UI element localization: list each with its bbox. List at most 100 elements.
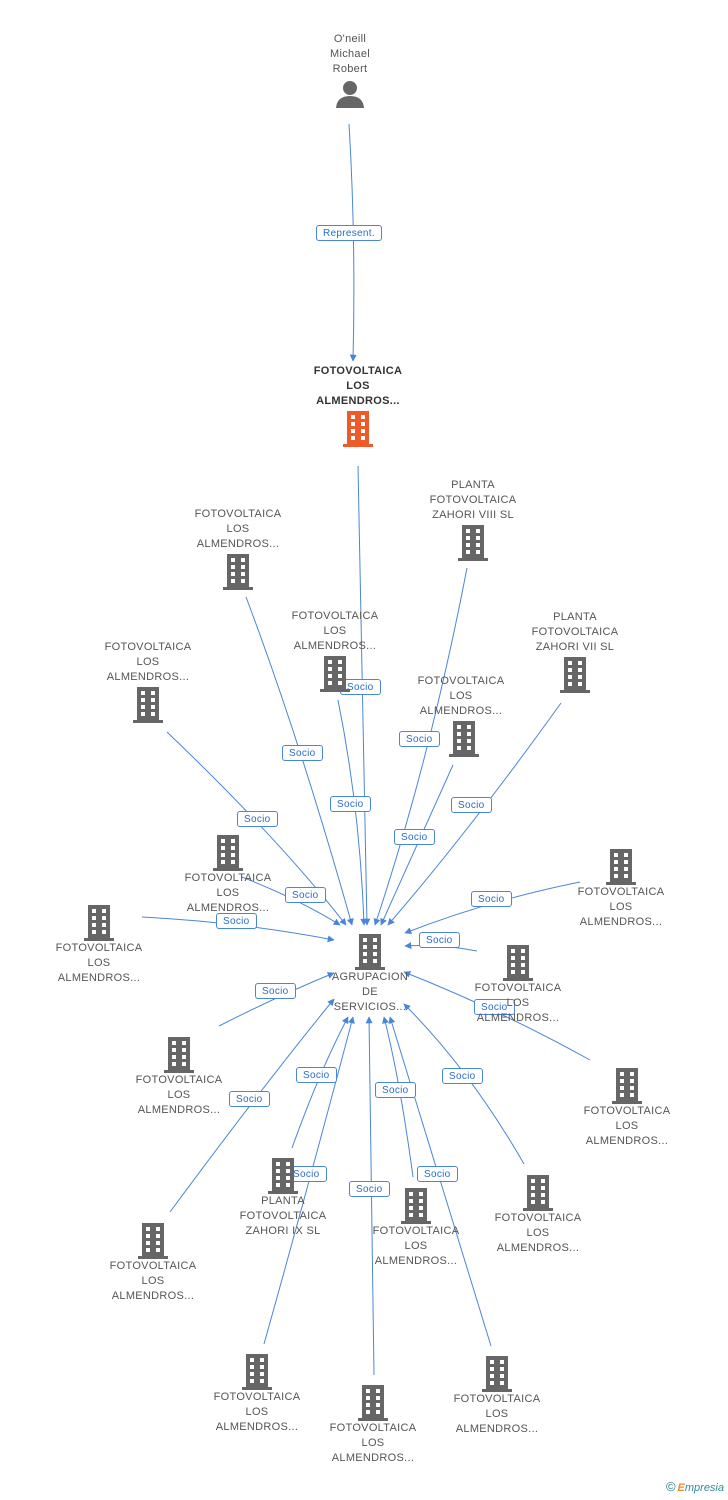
node-label: FOTOVOLTAICA LOS ALMENDROS...: [494, 1212, 582, 1254]
node-label: FOTOVOLTAICA LOS ALMENDROS...: [104, 641, 192, 683]
edge-label-socio[interactable]: Socio: [216, 913, 257, 929]
node-label: FOTOVOLTAICA LOS ALMENDROS...: [583, 1105, 671, 1147]
node-label: FOTOVOLTAICA LOS ALMENDROS...: [109, 1260, 197, 1302]
edge-socio-zahori7: [387, 702, 562, 926]
edge-socio-f04: [380, 764, 454, 926]
node-label: PLANTA FOTOVOLTAICA ZAHORI IX SL: [239, 1195, 327, 1237]
node-focus-company[interactable]: FOTOVOLTAICA LOS ALMENDROS...: [298, 364, 418, 447]
node-company-f14[interactable]: FOTOVOLTAICA LOS ALMENDROS...: [356, 1186, 476, 1269]
building-icon: [458, 525, 488, 561]
node-company-f03[interactable]: FOTOVOLTAICA LOS ALMENDROS...: [88, 640, 208, 723]
edge-label-socio[interactable]: Socio: [417, 1166, 458, 1182]
node-company-f06[interactable]: FOTOVOLTAICA LOS ALMENDROS...: [39, 903, 159, 986]
edge-label-socio[interactable]: Socio: [229, 1091, 270, 1107]
node-label: FOTOVOLTAICA LOS ALMENDROS...: [184, 872, 272, 914]
node-person-oneill[interactable]: O'neill Michael Robert: [290, 32, 410, 109]
node-company-f09[interactable]: FOTOVOLTAICA LOS ALMENDROS...: [567, 1066, 687, 1149]
building-icon: [401, 1188, 431, 1224]
node-label: FOTOVOLTAICA LOS ALMENDROS...: [291, 610, 379, 652]
node-label: FOTOVOLTAICA LOS ALMENDROS...: [577, 886, 665, 928]
node-company-f04[interactable]: FOTOVOLTAICA LOS ALMENDROS...: [401, 674, 521, 757]
building-icon: [242, 1354, 272, 1390]
edge-label-socio[interactable]: Socio: [471, 891, 512, 907]
edge-label-socio[interactable]: Socio: [419, 932, 460, 948]
edge-label-socio[interactable]: Socio: [394, 829, 435, 845]
node-label: FOTOVOLTAICA LOS ALMENDROS...: [453, 1393, 541, 1435]
node-zahori7[interactable]: PLANTA FOTOVOLTAICA ZAHORI VII SL: [515, 610, 635, 693]
building-icon: [223, 554, 253, 590]
building-icon: [133, 687, 163, 723]
building-icon: [213, 835, 243, 871]
edge-label-socio[interactable]: Socio: [330, 796, 371, 812]
node-company-f16[interactable]: FOTOVOLTAICA LOS ALMENDROS...: [478, 1173, 598, 1256]
building-icon: [343, 411, 373, 447]
edge-label-socio[interactable]: Socio: [285, 887, 326, 903]
building-icon: [612, 1068, 642, 1104]
edge-label-socio[interactable]: Socio: [282, 745, 323, 761]
edge-label-socio[interactable]: Socio: [375, 1082, 416, 1098]
edge-label-socio[interactable]: Socio: [296, 1067, 337, 1083]
edge-socio-f16: [403, 1003, 525, 1165]
building-icon: [503, 945, 533, 981]
node-company-f11[interactable]: FOTOVOLTAICA LOS ALMENDROS...: [93, 1221, 213, 1304]
node-label: FOTOVOLTAICA LOS ALMENDROS...: [329, 1422, 417, 1464]
edge-socio-f07: [404, 881, 581, 934]
node-label: FOTOVOLTAICA LOS ALMENDROS...: [313, 365, 403, 407]
node-company-f07[interactable]: FOTOVOLTAICA LOS ALMENDROS...: [561, 847, 681, 930]
edge-label-socio[interactable]: Socio: [255, 983, 296, 999]
building-icon: [449, 721, 479, 757]
edge-label-socio[interactable]: Socio: [474, 999, 515, 1015]
building-icon: [84, 905, 114, 941]
node-zahori9[interactable]: PLANTA FOTOVOLTAICA ZAHORI IX SL: [223, 1156, 343, 1239]
edge-label-socio[interactable]: Socio: [237, 811, 278, 827]
node-label: FOTOVOLTAICA LOS ALMENDROS...: [417, 675, 505, 717]
edge-socio-f13: [365, 1016, 375, 1376]
edge-socio-zahori8: [373, 567, 468, 926]
node-company-f12[interactable]: FOTOVOLTAICA LOS ALMENDROS...: [197, 1352, 317, 1435]
edge-label-socio[interactable]: Socio: [451, 797, 492, 813]
edge-label-socio[interactable]: Socio: [442, 1068, 483, 1084]
node-label: FOTOVOLTAICA LOS ALMENDROS...: [55, 942, 143, 984]
person-icon: [336, 81, 364, 108]
building-icon: [268, 1158, 298, 1194]
edge-label-socio[interactable]: Socio: [399, 731, 440, 747]
building-icon: [358, 1385, 388, 1421]
edge-socio-focus: [357, 465, 371, 926]
node-label: O'neill Michael Robert: [329, 33, 370, 75]
node-label: AGRUPACION DE SERVICIOS...: [331, 971, 409, 1013]
node-label: PLANTA FOTOVOLTAICA ZAHORI VII SL: [531, 611, 619, 653]
node-company-f08[interactable]: FOTOVOLTAICA LOS ALMENDROS...: [458, 943, 578, 1026]
node-label: FOTOVOLTAICA LOS ALMENDROS...: [372, 1225, 460, 1267]
node-label: FOTOVOLTAICA LOS ALMENDROS...: [213, 1391, 301, 1433]
building-icon: [523, 1175, 553, 1211]
brand-name: mpresia: [684, 1482, 724, 1494]
node-label: FOTOVOLTAICA LOS ALMENDROS...: [194, 508, 282, 550]
edge-label-represent[interactable]: Represent.: [316, 225, 382, 241]
building-icon: [606, 849, 636, 885]
node-zahori8[interactable]: PLANTA FOTOVOLTAICA ZAHORI VIII SL: [413, 478, 533, 561]
node-label: PLANTA FOTOVOLTAICA ZAHORI VIII SL: [429, 479, 517, 521]
empresia-logo[interactable]: ©Empresia: [666, 1479, 724, 1494]
node-label: FOTOVOLTAICA LOS ALMENDROS...: [474, 982, 562, 1024]
building-icon: [482, 1356, 512, 1392]
building-icon: [355, 934, 385, 970]
building-icon: [560, 657, 590, 693]
node-company-f10[interactable]: FOTOVOLTAICA LOS ALMENDROS...: [119, 1035, 239, 1118]
node-company-f13[interactable]: FOTOVOLTAICA LOS ALMENDROS...: [313, 1383, 433, 1466]
building-icon: [164, 1037, 194, 1073]
brand-initial: E: [677, 1482, 685, 1494]
building-icon: [320, 656, 350, 692]
edge-label-socio[interactable]: Socio: [349, 1181, 390, 1197]
node-company-f02[interactable]: FOTOVOLTAICA LOS ALMENDROS...: [275, 609, 395, 692]
edge-socio-f03: [166, 731, 347, 926]
node-company-f01[interactable]: FOTOVOLTAICA LOS ALMENDROS...: [178, 507, 298, 590]
node-agrupacion[interactable]: AGRUPACION DE SERVICIOS...: [310, 932, 430, 1015]
edge-label-socio[interactable]: Socio: [340, 679, 381, 695]
building-icon: [138, 1223, 168, 1259]
node-label: FOTOVOLTAICA LOS ALMENDROS...: [135, 1074, 223, 1116]
copyright-symbol: ©: [665, 1479, 676, 1494]
edge-represent: [348, 123, 357, 362]
edge-label-socio[interactable]: Socio: [286, 1166, 327, 1182]
node-company-f05[interactable]: FOTOVOLTAICA LOS ALMENDROS...: [168, 833, 288, 916]
node-company-f15[interactable]: FOTOVOLTAICA LOS ALMENDROS...: [437, 1354, 557, 1437]
